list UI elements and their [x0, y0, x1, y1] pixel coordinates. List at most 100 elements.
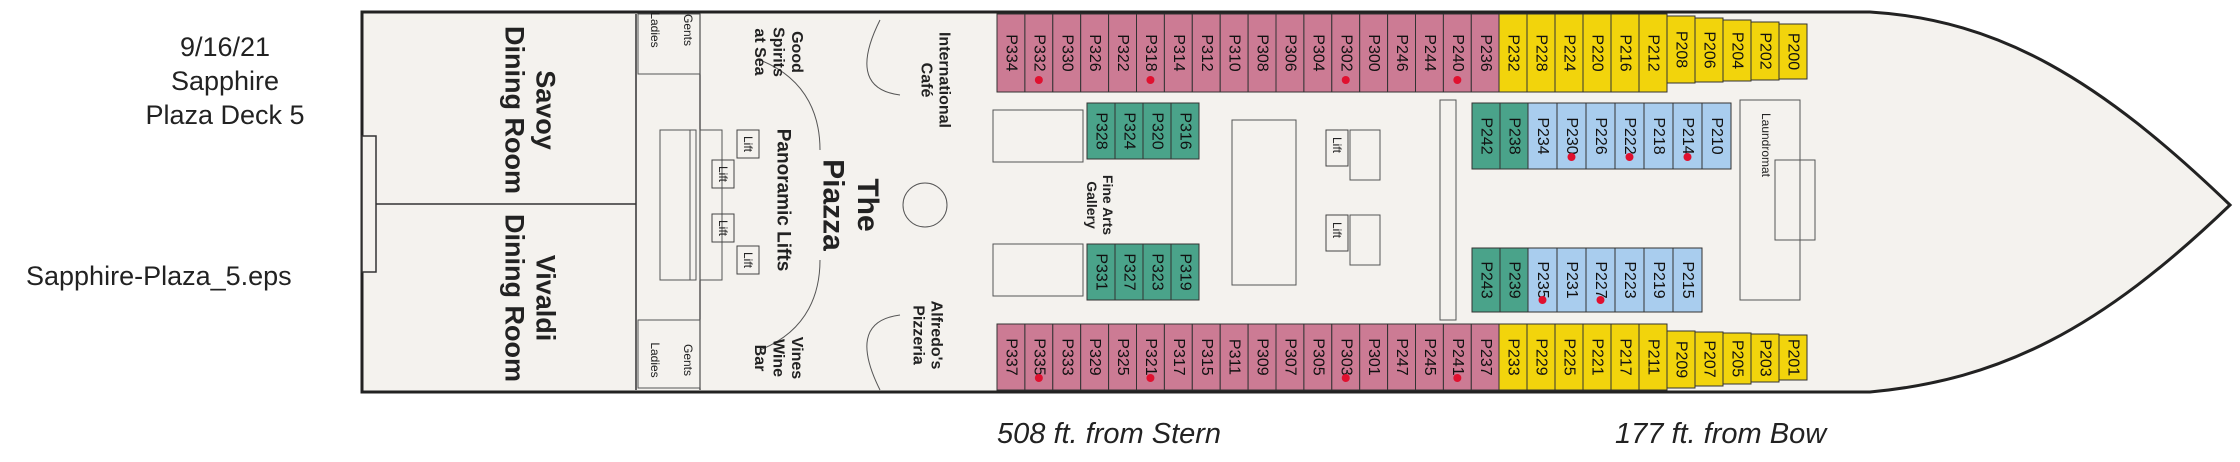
- cabin-p209[interactable]: P209: [1666, 330, 1696, 389]
- cabin-p239[interactable]: P239: [1499, 247, 1529, 313]
- cabin-p210[interactable]: P210: [1701, 102, 1732, 170]
- cabin-p234[interactable]: P234: [1527, 102, 1558, 170]
- cabin-p227[interactable]: P227: [1585, 247, 1616, 313]
- cabin-p326[interactable]: P326: [1080, 13, 1110, 93]
- cabin-p237[interactable]: P237: [1470, 323, 1500, 391]
- cabin-p337[interactable]: P337: [996, 323, 1026, 391]
- cabin-p218[interactable]: P218: [1643, 102, 1674, 170]
- cabin-p208[interactable]: P208: [1666, 15, 1696, 84]
- cabin-p211[interactable]: P211: [1638, 323, 1668, 391]
- cabin-p242[interactable]: P242: [1471, 102, 1501, 170]
- cabin-p215[interactable]: P215: [1672, 247, 1703, 313]
- cabin-number: P319: [1177, 253, 1194, 290]
- cabin-p319[interactable]: P319: [1170, 243, 1200, 301]
- cabin-p216[interactable]: P216: [1610, 13, 1640, 93]
- cabin-p232[interactable]: P232: [1498, 13, 1528, 93]
- cabin-p306[interactable]: P306: [1275, 13, 1305, 93]
- cabin-p311[interactable]: P311: [1219, 323, 1249, 391]
- cabin-p202[interactable]: P202: [1750, 21, 1780, 81]
- cabin-p204[interactable]: P204: [1722, 19, 1752, 82]
- cabin-p217[interactable]: P217: [1610, 323, 1640, 391]
- cabin-p203[interactable]: P203: [1750, 333, 1780, 383]
- cabin-number: P321: [1142, 338, 1159, 375]
- cabin-p324[interactable]: P324: [1114, 102, 1144, 160]
- cabin-p318[interactable]: P318: [1136, 13, 1165, 93]
- cabin-p301[interactable]: P301: [1359, 323, 1389, 391]
- cabin-p304[interactable]: P304: [1303, 13, 1333, 93]
- cabin-p206[interactable]: P206: [1694, 17, 1724, 83]
- cabin-p328[interactable]: P328: [1086, 102, 1116, 160]
- cabin-p314[interactable]: P314: [1163, 13, 1193, 93]
- cabin-number: P247: [1393, 338, 1410, 375]
- cabin-p233[interactable]: P233: [1498, 323, 1528, 391]
- cabin-p315[interactable]: P315: [1191, 323, 1221, 391]
- cabin-p310[interactable]: P310: [1219, 13, 1249, 93]
- cabin-p200[interactable]: P200: [1778, 23, 1808, 80]
- cabin-p241[interactable]: P241: [1442, 323, 1472, 391]
- cabin-p236[interactable]: P236: [1470, 13, 1500, 93]
- cabin-number: P307: [1281, 338, 1298, 375]
- cabin-number: P229: [1533, 338, 1550, 375]
- cabin-p322[interactable]: P322: [1108, 13, 1137, 93]
- cabin-p220[interactable]: P220: [1582, 13, 1612, 93]
- cabin-p214[interactable]: P214: [1672, 102, 1703, 170]
- cabin-p221[interactable]: P221: [1582, 323, 1612, 391]
- cabin-p205[interactable]: P205: [1722, 332, 1752, 385]
- cabin-p321[interactable]: P321: [1136, 323, 1165, 391]
- cabin-p226[interactable]: P226: [1585, 102, 1616, 170]
- cabin-p302[interactable]: P302: [1331, 13, 1361, 93]
- cabin-p303[interactable]: P303: [1331, 323, 1361, 391]
- cabin-p309[interactable]: P309: [1247, 323, 1277, 391]
- svg-text:Gents: Gents: [681, 14, 695, 46]
- cabin-p330[interactable]: P330: [1052, 13, 1082, 93]
- cabin-p305[interactable]: P305: [1303, 323, 1333, 391]
- cabin-p207[interactable]: P207: [1694, 331, 1724, 387]
- cabin-number: P228: [1533, 34, 1550, 71]
- lift-label: Lift: [716, 166, 730, 183]
- cabin-p317[interactable]: P317: [1163, 323, 1193, 391]
- cabin-p325[interactable]: P325: [1108, 323, 1137, 391]
- cabin-number: P328: [1093, 112, 1110, 149]
- cabin-p300[interactable]: P300: [1359, 13, 1389, 93]
- cabin-p308[interactable]: P308: [1247, 13, 1277, 93]
- cabin-p201[interactable]: P201: [1778, 334, 1808, 381]
- cabin-p335[interactable]: P335: [1024, 323, 1054, 391]
- cabin-p333[interactable]: P333: [1052, 323, 1082, 391]
- cabin-p316[interactable]: P316: [1170, 102, 1200, 160]
- accessible-cabin-marker: [1453, 76, 1462, 84]
- cabin-p329[interactable]: P329: [1080, 323, 1110, 391]
- cabin-p228[interactable]: P228: [1526, 13, 1556, 93]
- cabin-p332[interactable]: P332: [1024, 13, 1054, 93]
- cabin-p223[interactable]: P223: [1614, 247, 1645, 313]
- cabin-p331[interactable]: P331: [1086, 243, 1116, 301]
- cabin-p244[interactable]: P244: [1415, 13, 1444, 93]
- cabin-p247[interactable]: P247: [1387, 323, 1416, 391]
- cabin-number: P242: [1478, 117, 1495, 154]
- accessible-cabin-marker: [1146, 76, 1155, 84]
- cabin-p231[interactable]: P231: [1556, 247, 1587, 313]
- cabin-p240[interactable]: P240: [1442, 13, 1472, 93]
- cabin-p229[interactable]: P229: [1526, 323, 1556, 391]
- cabin-p327[interactable]: P327: [1114, 243, 1144, 301]
- cabin-p245[interactable]: P245: [1415, 323, 1444, 391]
- cabin-p312[interactable]: P312: [1191, 13, 1221, 93]
- cabin-p219[interactable]: P219: [1643, 247, 1674, 313]
- cabin-p224[interactable]: P224: [1554, 13, 1584, 93]
- accessible-cabin-marker: [1341, 374, 1350, 382]
- cabin-p334[interactable]: P334: [996, 13, 1026, 93]
- cabin-p243[interactable]: P243: [1471, 247, 1501, 313]
- cabin-p238[interactable]: P238: [1499, 102, 1529, 170]
- cabin-p323[interactable]: P323: [1142, 243, 1172, 301]
- cabin-p222[interactable]: P222: [1614, 102, 1645, 170]
- cabin-p307[interactable]: P307: [1275, 323, 1305, 391]
- cabin-p235[interactable]: P235: [1527, 247, 1558, 313]
- svg-text:Alfredo's: Alfredo's: [928, 301, 945, 370]
- cabin-p225[interactable]: P225: [1554, 323, 1584, 391]
- cabin-p230[interactable]: P230: [1556, 102, 1587, 170]
- cabin-p212[interactable]: P212: [1638, 13, 1668, 93]
- cabin-p320[interactable]: P320: [1142, 102, 1172, 160]
- cabin-number: P246: [1393, 34, 1410, 71]
- cabin-p246[interactable]: P246: [1387, 13, 1416, 93]
